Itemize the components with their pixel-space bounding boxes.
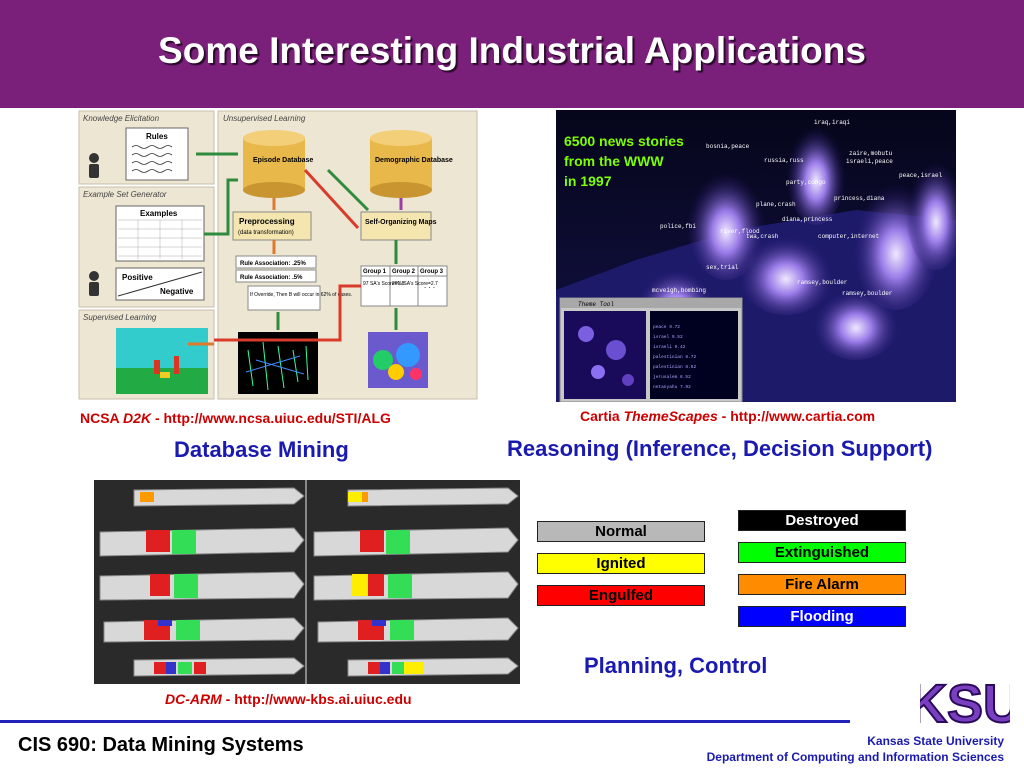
department-name: Department of Computing and Information … xyxy=(706,750,1004,764)
legend-destroyed: Destroyed xyxy=(738,510,906,531)
negative-label: Negative xyxy=(160,287,194,296)
svg-text:Rule Association: .25%: Rule Association: .25% xyxy=(240,261,306,267)
svg-text:iraq,iraqi: iraq,iraqi xyxy=(814,119,850,126)
ksu-logo: KSU xyxy=(907,662,1023,735)
svg-text:20% SA's Score=2.7: 20% SA's Score=2.7 xyxy=(392,281,438,287)
svg-text:israel 9.52: israel 9.52 xyxy=(653,334,683,340)
svg-text:ramsey,boulder: ramsey,boulder xyxy=(842,290,893,297)
panel-label-unsupervised: Unsupervised Learning xyxy=(223,114,306,123)
svg-text:ramsey,boulder: ramsey,boulder xyxy=(797,279,848,286)
svg-text:river,flood: river,flood xyxy=(720,228,760,235)
svg-text:peace,israel: peace,israel xyxy=(899,172,943,179)
svg-text:palestinian 8.72: palestinian 8.72 xyxy=(653,354,697,360)
svg-text:Group 2: Group 2 xyxy=(392,269,416,275)
svg-text:palestinian 8.62: palestinian 8.62 xyxy=(653,364,697,370)
svg-text:zaire,mobutu: zaire,mobutu xyxy=(849,150,893,157)
dcarm-caption: DC-ARM - http://www-kbs.ai.uiuc.edu xyxy=(165,691,412,707)
d2k-diagram: Knowledge Elicitation Example Set Genera… xyxy=(78,110,478,400)
svg-text:princess,diana: princess,diana xyxy=(834,195,885,202)
university-name: Kansas State University xyxy=(867,734,1004,748)
svg-text:twa,crash: twa,crash xyxy=(746,233,779,240)
reasoning-heading: Reasoning (Inference, Decision Support) xyxy=(507,436,933,461)
overlay-text-2: from the WWW xyxy=(564,153,664,169)
svg-text:If Override, Then B will occur: If Override, Then B will occur in 62% of… xyxy=(250,292,352,298)
legend-ignited: Ignited xyxy=(537,553,705,574)
person-icon xyxy=(89,271,99,296)
svg-text:Demographic Database: Demographic Database xyxy=(375,157,453,164)
planning-heading: Planning, Control xyxy=(584,653,768,678)
svg-text:jerusalem 8.52: jerusalem 8.52 xyxy=(653,374,691,380)
svg-text:israeli 9.42: israeli 9.42 xyxy=(653,344,686,350)
panel-label-knowledge: Knowledge Elicitation xyxy=(83,114,160,123)
svg-text:sex,trial: sex,trial xyxy=(706,264,739,271)
svg-text:Group 3: Group 3 xyxy=(420,269,444,275)
svg-text:plane,crash: plane,crash xyxy=(756,201,796,208)
person-icon xyxy=(89,153,99,178)
overlay-text-1: 6500 news stories xyxy=(564,133,684,149)
database-mining-heading: Database Mining xyxy=(174,437,349,462)
svg-text:Group 1: Group 1 xyxy=(363,269,387,275)
svg-text:Episode Database: Episode Database xyxy=(253,157,313,164)
legend-fire-alarm: Fire Alarm xyxy=(738,574,906,595)
legend-extinguished: Extinguished xyxy=(738,542,906,563)
svg-text:(data transformation): (data transformation) xyxy=(238,230,294,236)
examples-label: Examples xyxy=(140,209,178,218)
episode-database: Episode Database xyxy=(243,130,313,198)
legend-flooding: Flooding xyxy=(738,606,906,627)
svg-text:Rule Association: .5%: Rule Association: .5% xyxy=(240,275,303,281)
svg-text:bosnia,peace: bosnia,peace xyxy=(706,143,750,150)
slide-title: Some Interesting Industrial Applications xyxy=(158,30,866,71)
themescapes-visual: iraq,iraqi bosnia,peace zaire,mobutu isr… xyxy=(556,110,966,403)
svg-text:netanyahu 7.92: netanyahu 7.92 xyxy=(653,384,691,390)
svg-text:. . .: . . . xyxy=(424,281,435,290)
svg-text:russia,russ: russia,russ xyxy=(764,157,804,164)
ship-panels xyxy=(94,480,520,684)
legend-normal: Normal xyxy=(537,521,705,542)
svg-text:computer,internet: computer,internet xyxy=(818,233,879,240)
course-title: CIS 690: Data Mining Systems xyxy=(18,734,304,756)
panel-label-examples: Example Set Generator xyxy=(83,190,167,199)
svg-text:Self-Organizing Maps: Self-Organizing Maps xyxy=(365,219,437,226)
svg-text:97 SA's Score=1.8: 97 SA's Score=1.8 xyxy=(363,281,405,287)
svg-text:peace 9.72: peace 9.72 xyxy=(653,324,680,330)
demographic-database: Demographic Database xyxy=(370,130,453,198)
svg-text:mcveigh,bombing: mcveigh,bombing xyxy=(652,287,706,294)
footer-rule xyxy=(0,720,850,723)
svg-text:diana,princess: diana,princess xyxy=(782,216,833,223)
panel-label-supervised: Supervised Learning xyxy=(83,313,157,322)
svg-text:KSU: KSU xyxy=(920,674,1010,732)
legend-engulfed: Engulfed xyxy=(537,585,705,606)
svg-text:israeli,peace: israeli,peace xyxy=(846,158,893,165)
overlay-text-3: in 1997 xyxy=(564,173,612,189)
cartia-caption: Cartia ThemeScapes - http://www.cartia.c… xyxy=(580,408,876,424)
svg-text:police,fbi: police,fbi xyxy=(660,223,696,230)
svg-text:party,congo: party,congo xyxy=(786,179,826,186)
svg-text:Theme Tool: Theme Tool xyxy=(578,301,614,308)
rules-label: Rules xyxy=(146,132,168,141)
svg-text:Preprocessing: Preprocessing xyxy=(239,217,295,226)
theme-tool-window: Theme Tool peace 9.72 israel 9.52 israel… xyxy=(559,297,743,403)
positive-label: Positive xyxy=(122,273,153,282)
title-banner xyxy=(0,0,1024,108)
ncsa-caption: NCSA D2K - http://www.ncsa.uiuc.edu/STI/… xyxy=(80,410,391,426)
